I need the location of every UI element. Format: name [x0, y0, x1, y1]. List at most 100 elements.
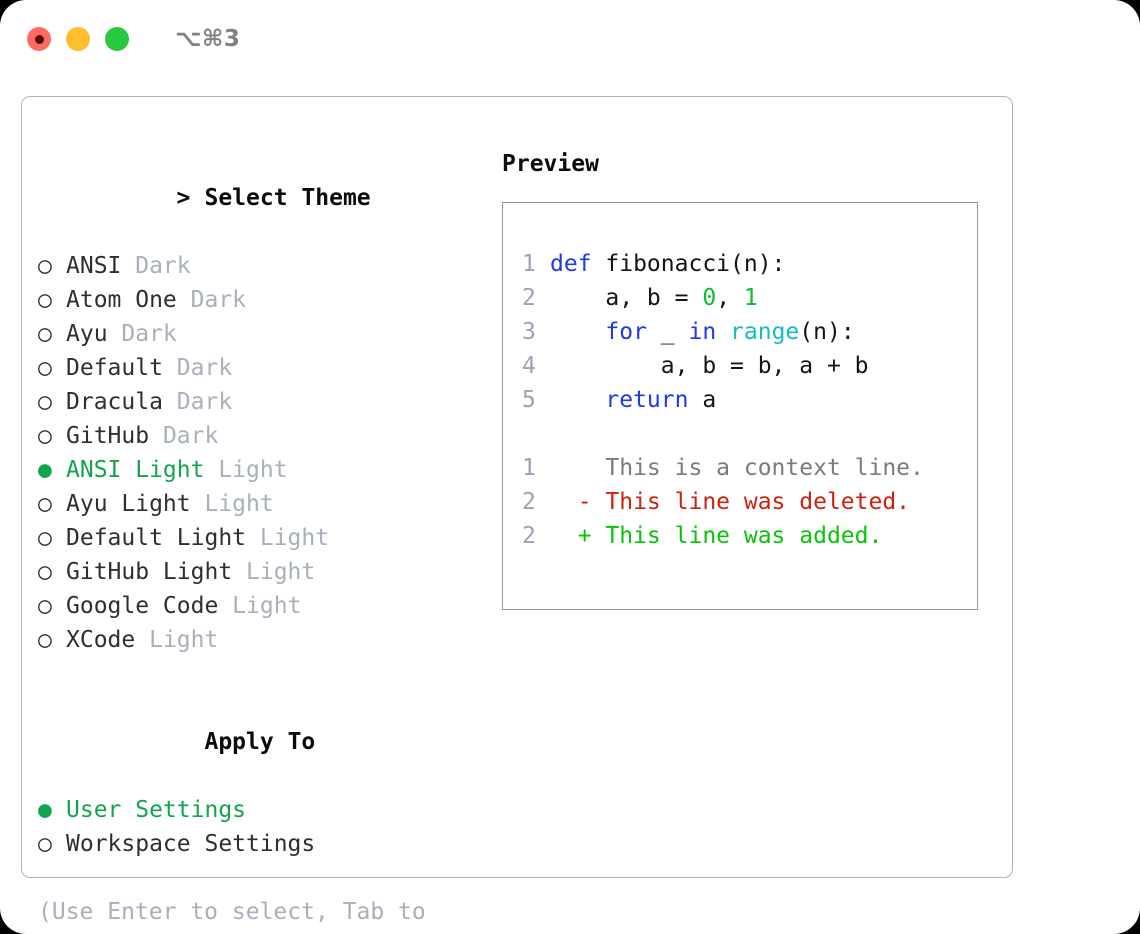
theme-option-label: Ayu: [66, 321, 108, 347]
theme-option-variant: Dark: [176, 287, 247, 313]
theme-option-label: GitHub: [66, 423, 150, 449]
theme-option-ayu-light[interactable]: ○ Ayu Light Light: [38, 487, 500, 521]
diff-line-number: 2: [522, 489, 536, 515]
prompt-caret-icon: >: [176, 185, 191, 211]
radio-unselected-icon: ○: [38, 491, 52, 517]
code-token-plain: [550, 387, 605, 413]
theme-list-column: > Select Theme ○ ANSI Dark ○ Atom One Dark ○ A…: [22, 97, 500, 934]
code-token-plain: _: [646, 319, 689, 345]
hint-spacer: [38, 861, 500, 895]
diff-line-number: 1: [522, 455, 536, 481]
theme-option-default-light[interactable]: ○ Default Light Light: [38, 521, 500, 555]
theme-option-label: Ayu Light: [66, 491, 191, 517]
apply-to-option-user-settings[interactable]: ● User Settings: [38, 793, 500, 827]
minimize-button[interactable]: [66, 27, 90, 51]
radio-unselected-icon: ○: [38, 627, 52, 653]
code-line-number: 2: [522, 285, 536, 311]
code-token-plain: [716, 319, 730, 345]
theme-option-label: GitHub Light: [66, 559, 233, 585]
code-diff-separator: [522, 417, 977, 451]
radio-unselected-icon: ○: [38, 321, 52, 347]
theme-option-ansi-light[interactable]: ● ANSI Light Light: [38, 453, 500, 487]
apply-to-option-workspace-settings[interactable]: ○Workspace Settings: [38, 827, 500, 861]
code-token-plain: a: [688, 387, 717, 413]
code-line-number: 3: [522, 319, 536, 345]
theme-option-github[interactable]: ○ GitHub Dark: [38, 419, 500, 453]
theme-option-variant: Light: [246, 525, 330, 551]
theme-option-ayu[interactable]: ○Ayu Dark: [38, 317, 500, 351]
code-token-num: 1: [743, 285, 758, 311]
select-theme-heading-label: Select Theme: [204, 185, 371, 211]
apply-to-option-list: ● User Settings ○Workspace Settings: [38, 793, 500, 861]
theme-option-atom-one[interactable]: ○ Atom One Dark: [38, 283, 500, 317]
theme-option-label: Default: [66, 355, 163, 381]
theme-option-variant: Light: [135, 627, 219, 653]
radio-unselected-icon: ○: [38, 355, 52, 381]
radio-unselected-icon: ○: [38, 831, 52, 857]
theme-option-label: XCode: [66, 627, 136, 653]
theme-option-github-light[interactable]: ○ GitHub Light Light: [38, 555, 500, 589]
radio-unselected-icon: ○: [38, 389, 52, 415]
code-token-plain: [550, 319, 605, 345]
theme-option-default[interactable]: ○ Default Dark: [38, 351, 500, 385]
code-line: 4 a, b = b, a + b: [522, 349, 977, 383]
radio-selected-icon: ●: [38, 457, 52, 483]
code-token-plain: fibonacci(n):: [591, 251, 786, 277]
code-token-plain: ,: [716, 285, 744, 311]
diff-preview: 1 This is a context line.2 - This line w…: [522, 451, 977, 553]
apply-to-indent: [176, 725, 204, 759]
list-spacer: [38, 657, 500, 691]
theme-option-google-code[interactable]: ○Google Code Light: [38, 589, 500, 623]
theme-option-label: Default Light: [66, 525, 247, 551]
code-token-kw: def: [550, 251, 592, 277]
diff-line-text: - This line was deleted.: [550, 489, 911, 515]
radio-unselected-icon: ○: [38, 287, 52, 313]
radio-unselected-icon: ○: [38, 559, 52, 585]
theme-option-variant: Light: [232, 559, 316, 585]
theme-option-variant: Dark: [162, 389, 233, 415]
apply-to-option-label: User Settings: [66, 797, 247, 823]
theme-option-variant: Dark: [149, 423, 219, 449]
radio-unselected-icon: ○: [38, 423, 52, 449]
traffic-light-group: [27, 27, 129, 51]
diff-line-ctx: 1 This is a context line.: [522, 451, 977, 485]
code-token-plain: a, b = b, a + b: [550, 353, 869, 379]
diff-line-text: + This line was added.: [550, 523, 883, 549]
code-token-num: 0: [702, 285, 717, 311]
diff-line-text: This is a context line.: [550, 455, 924, 481]
theme-option-ansi[interactable]: ○ ANSI Dark: [38, 249, 500, 283]
theme-option-dracula[interactable]: ○Dracula Dark: [38, 385, 500, 419]
theme-picker-panel: > Select Theme ○ ANSI Dark ○ Atom One Dark ○ A…: [21, 96, 1013, 934]
code-line: 2 a, b = 0, 1: [522, 281, 977, 315]
radio-unselected-icon: ○: [38, 593, 52, 619]
diff-line-add: 2 + This line was added.: [522, 519, 977, 553]
radio-unselected-icon: ○: [38, 253, 52, 279]
code-line: 1 def fibonacci(n):: [522, 247, 977, 281]
code-token-kw: for: [605, 319, 647, 345]
preview-heading: Preview: [502, 151, 599, 177]
code-line: 3 for _ in range(n):: [522, 315, 977, 349]
theme-option-label: ANSI Light: [66, 457, 205, 483]
theme-option-label: ANSI: [66, 253, 122, 279]
maximize-button[interactable]: [105, 27, 129, 51]
theme-option-variant: Light: [204, 457, 288, 483]
theme-option-label: Atom One: [66, 287, 177, 313]
theme-option-variant: Light: [190, 491, 274, 517]
theme-option-variant: Dark: [121, 253, 191, 279]
code-token-plain: (n):: [799, 319, 855, 345]
keyboard-shortcut-label: ⌥⌘3: [175, 25, 241, 52]
radio-unselected-icon: ○: [38, 525, 52, 551]
close-button[interactable]: [27, 27, 51, 51]
select-theme-heading: > Select Theme: [38, 147, 500, 249]
radio-selected-icon: ●: [38, 797, 52, 823]
code-line-number: 5: [522, 387, 536, 413]
code-line-number: 1: [522, 251, 536, 277]
apply-to-heading: Apply To: [38, 691, 500, 793]
diff-line-del: 2 - This line was deleted.: [522, 485, 977, 519]
theme-option-variant: Dark: [162, 355, 233, 381]
theme-option-label: Google Code: [66, 593, 219, 619]
theme-option-xcode[interactable]: ○ XCode Light: [38, 623, 500, 657]
